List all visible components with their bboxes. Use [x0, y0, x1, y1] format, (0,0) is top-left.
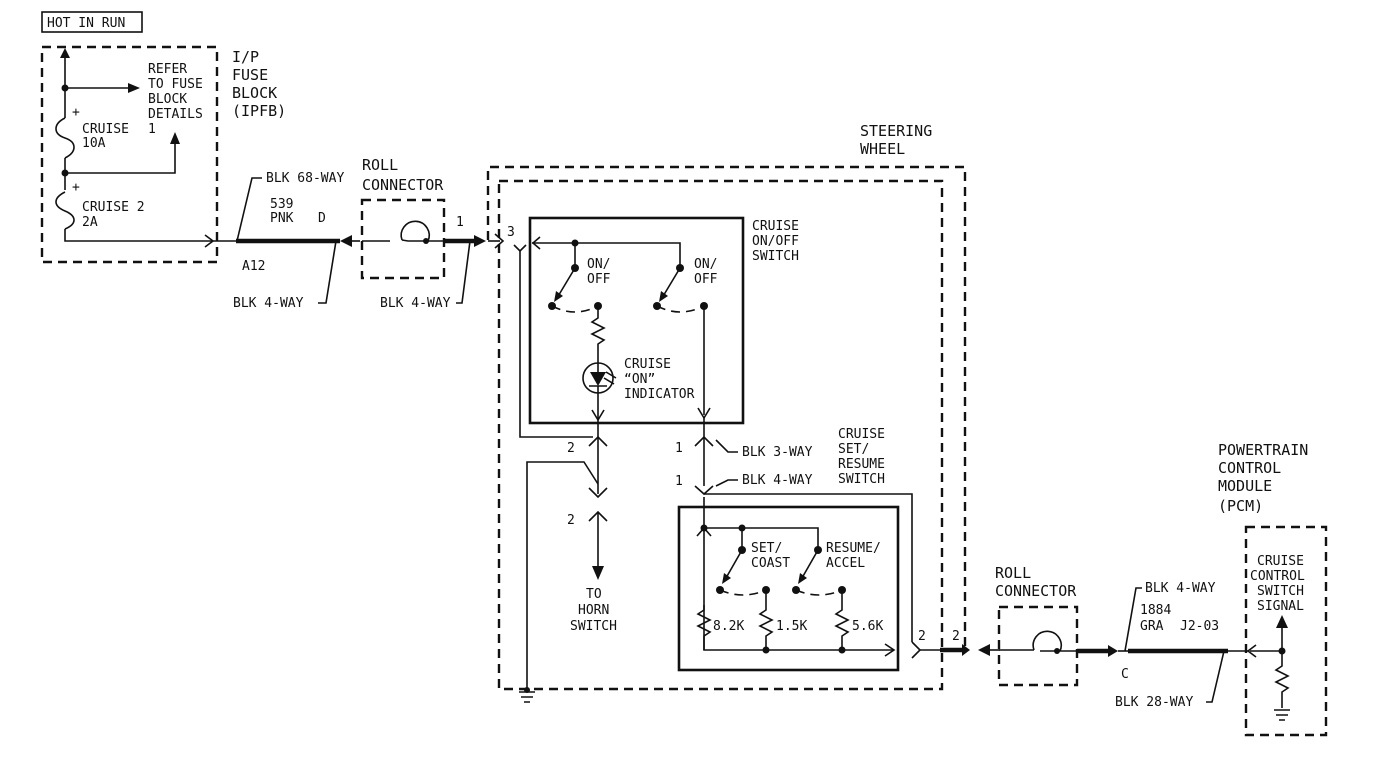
contact-a-label-1: ON/ — [587, 257, 610, 272]
indicator-label-3: INDICATOR — [624, 387, 695, 402]
fuse1-name: CRUISE — [82, 122, 129, 137]
powertrain-control-module: POWERTRAIN CONTROL MODULE (PCM) CRUISE C… — [1218, 441, 1328, 737]
set-label-1: SET/ — [751, 541, 782, 556]
hot-in-run-label: HOT IN RUN — [41, 11, 143, 33]
pin-d: D — [318, 211, 326, 226]
horn-label-2: HORN — [578, 603, 609, 618]
pin-2-a: 2 — [567, 441, 575, 456]
pcm-signal-3: SWITCH — [1257, 584, 1304, 599]
fuse1-plus: + — [72, 105, 80, 120]
cruise-set-resume-switch: CRUISE SET/ RESUME SWITCH SET/ COAST RES… — [677, 427, 900, 672]
refer-text-1: REFER — [148, 62, 187, 77]
pcm-label-4: (PCM) — [1218, 497, 1263, 515]
roll-connector-2: ROLL CONNECTOR — [995, 564, 1118, 687]
steering-wheel-label-2: WHEEL — [860, 140, 905, 158]
refer-text-2: TO FUSE — [148, 77, 203, 92]
set-resume-label-1: CRUISE — [838, 427, 885, 442]
clockspring-coil — [400, 220, 430, 242]
fuse-block-label-2: FUSE — [232, 66, 268, 84]
pin-c: C — [1121, 667, 1129, 682]
blk-4-way-switch-label: BLK 4-WAY — [742, 473, 813, 488]
fuse-block: I/P FUSE BLOCK (IPFB) REFER TO FUSE BLOC… — [40, 45, 286, 264]
resistor-1-5k: 1.5K — [776, 619, 807, 634]
pin-1-b: 1 — [675, 474, 683, 489]
fuse2-name: CRUISE 2 — [82, 200, 145, 215]
on-off-switch-label-1: CRUISE — [752, 219, 799, 234]
wire-gra: GRA — [1140, 619, 1164, 634]
pcm-signal-1: CRUISE — [1257, 554, 1304, 569]
pin-1-a: 1 — [675, 441, 683, 456]
switch-connectors: 2 2 TO HORN SWITCH 1 1 BLK 3-WAY BLK 4-W… — [519, 418, 913, 703]
resume-label-2: ACCEL — [826, 556, 865, 571]
set-resume-label-3: RESUME — [838, 457, 885, 472]
refer-text-4: DETAILS — [148, 107, 203, 122]
blk-3-way-label: BLK 3-WAY — [742, 445, 813, 460]
cruise-on-off-switch: CRUISE ON/OFF SWITCH ON/ OFF ON/ OFF CRU… — [528, 216, 799, 425]
fuse1-symbol — [55, 117, 75, 159]
blk-4-way-mid: BLK 4-WAY — [380, 296, 451, 311]
roll-connector-1-label-1: ROLL — [362, 156, 398, 174]
pin-2-d: 2 — [952, 629, 960, 644]
resistor-8-2k: 8.2K — [713, 619, 744, 634]
resistor-5-6k: 5.6K — [852, 619, 883, 634]
indicator-label-1: CRUISE — [624, 357, 671, 372]
clockspring-coil-2 — [1032, 630, 1062, 652]
harness-539: BLK 68-WAY 539 PNK D A12 BLK 4-WAY — [213, 171, 360, 311]
pcm-label-2: CONTROL — [1218, 459, 1281, 477]
on-off-switch-label-3: SWITCH — [752, 249, 799, 264]
pcm-signal-4: SIGNAL — [1257, 599, 1304, 614]
roll-connector-2-label-1: ROLL — [995, 564, 1031, 582]
pin-3-entry: 3 — [488, 225, 593, 438]
refer-number: 1 — [148, 122, 156, 137]
horn-label-1: TO — [586, 587, 602, 602]
fuse-block-label-4: (IPFB) — [232, 102, 286, 120]
wire-1884: 1884 — [1140, 603, 1171, 618]
harness-output: 2 2 — [911, 629, 1000, 659]
wire-pnk: PNK — [270, 211, 294, 226]
set-label-2: COAST — [751, 556, 790, 571]
fuse2-symbol — [55, 191, 75, 230]
resume-label-1: RESUME/ — [826, 541, 881, 556]
wire-539: 539 — [270, 197, 293, 212]
blk-4-way-left: BLK 4-WAY — [233, 296, 304, 311]
steering-wheel-label-1: STEERING — [860, 122, 932, 140]
roll-connector-2-label-2: CONNECTOR — [995, 582, 1077, 600]
fuse2-plus: + — [72, 180, 80, 195]
set-resume-label-2: SET/ — [838, 442, 869, 457]
pin-1-roll: 1 — [456, 215, 464, 230]
blk-28-way-label: BLK 28-WAY — [1115, 695, 1193, 710]
hot-in-run-text: HOT IN RUN — [47, 16, 125, 31]
pin-3: 3 — [507, 225, 515, 240]
fuse-block-label-3: BLOCK — [232, 84, 277, 102]
pin-j2-03: J2-03 — [1180, 619, 1219, 634]
blk-4-way-pcm-label: BLK 4-WAY — [1145, 581, 1216, 596]
fuse2-rating: 2A — [82, 215, 98, 230]
fuse1-rating: 10A — [82, 136, 106, 151]
on-off-switch-label-2: ON/OFF — [752, 234, 799, 249]
indicator-label-2: “ON” — [624, 372, 655, 387]
pcm-signal-2: CONTROL — [1250, 569, 1305, 584]
blk-68-way-label: BLK 68-WAY — [266, 171, 344, 186]
pcm-label-3: MODULE — [1218, 477, 1272, 495]
pin-2-b: 2 — [567, 513, 575, 528]
roll-connector-1-label-2: CONNECTOR — [362, 176, 444, 194]
refer-text-3: BLOCK — [148, 92, 187, 107]
pin-2-c: 2 — [918, 629, 926, 644]
set-resume-label-4: SWITCH — [838, 472, 885, 487]
harness-1884: BLK 4-WAY 1884 GRA J2-03 C BLK 28-WAY — [1115, 581, 1257, 710]
horn-label-3: SWITCH — [570, 619, 617, 634]
fuse-block-label-1: I/P — [232, 48, 259, 66]
roll-connector-1: ROLL CONNECTOR 1 BLK 4-WAY — [360, 156, 486, 311]
pin-a12: A12 — [242, 259, 265, 274]
contact-b-label-1: ON/ — [694, 257, 717, 272]
contact-b-label-2: OFF — [694, 272, 718, 287]
steering-wheel: STEERING WHEEL — [486, 122, 967, 691]
contact-a-label-2: OFF — [587, 272, 611, 287]
pcm-label-1: POWERTRAIN — [1218, 441, 1308, 459]
